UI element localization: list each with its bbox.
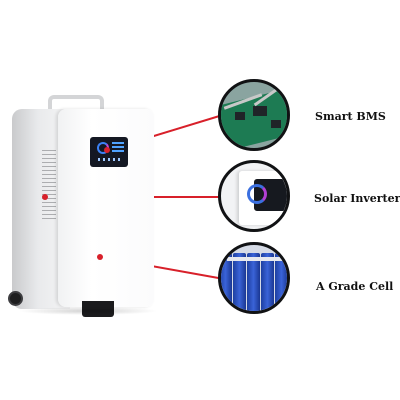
wheel-icon (8, 291, 23, 306)
cabinet-shadow (18, 307, 158, 315)
inverter-ring-icon (247, 184, 267, 204)
display-bars-icon (112, 142, 124, 154)
label-smart-bms: Smart BMS (315, 110, 386, 123)
callout-dot-cell (97, 254, 103, 260)
cell-icon (261, 253, 274, 311)
cell-icon (233, 253, 246, 311)
chip-icon (271, 120, 281, 128)
label-a-grade-cell: A Grade Cell (316, 280, 394, 293)
pcb-detail-image (218, 79, 290, 151)
callout-dot-inverter (42, 194, 48, 200)
chip-icon (235, 112, 245, 120)
inverter-display-image (218, 160, 290, 232)
cell-icon (247, 253, 260, 311)
cell-terminal-strip (227, 257, 287, 261)
side-vent (42, 149, 56, 219)
cabinet-handle (48, 95, 104, 109)
cabinet-foot (82, 301, 114, 317)
chip-icon (253, 106, 267, 116)
battery-cell-image (218, 242, 290, 314)
cell-icon (275, 253, 287, 311)
callout-dot-bms (104, 147, 110, 153)
cell-icon (221, 253, 232, 311)
battery-cabinet-image (8, 95, 158, 325)
display-buttons (98, 158, 122, 161)
label-solar-inverter: Solar Inverter (314, 192, 400, 205)
